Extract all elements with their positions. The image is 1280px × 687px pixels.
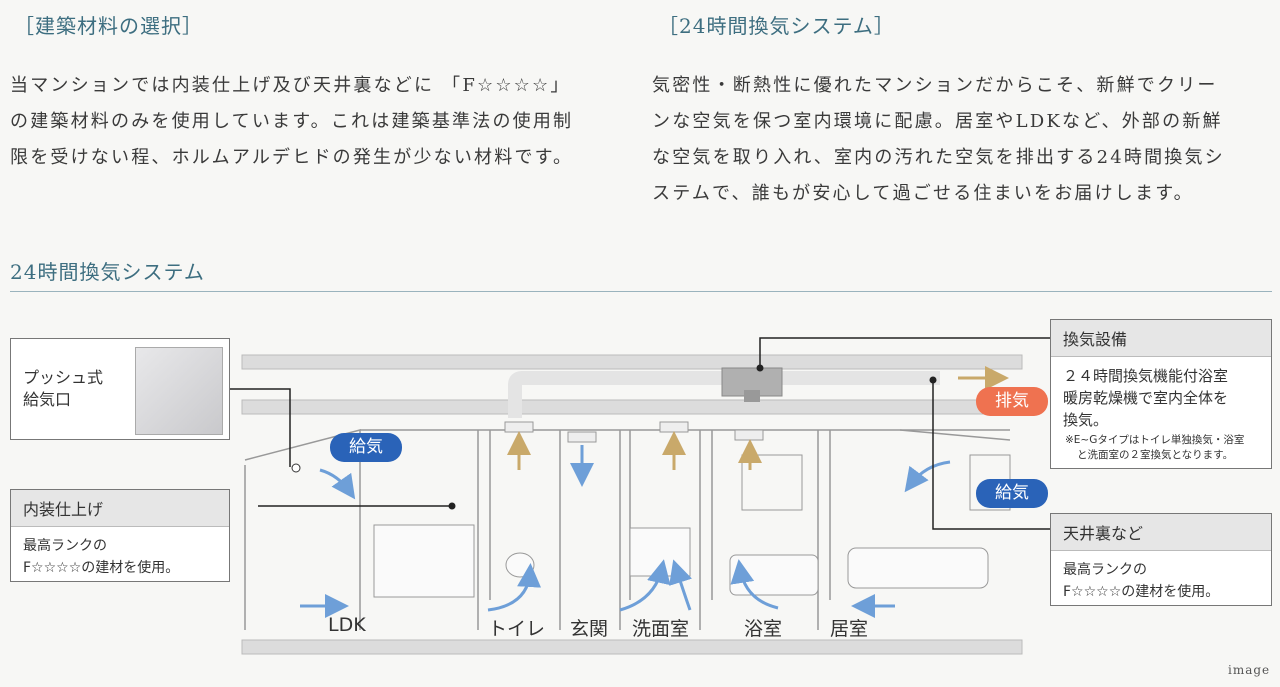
bed [847, 547, 989, 589]
kitchen-counter [373, 524, 475, 598]
room-label-ldk: LDK [328, 614, 366, 636]
leader-lines [230, 337, 1050, 530]
push-inlet-point [291, 463, 301, 473]
ceiling-point [929, 376, 937, 384]
ventilation-line: ンな空気を保つ室内環境に配慮。居室やLDKなど、外部の新鮮 [652, 111, 1223, 132]
exhaust-badge: 排気 [976, 387, 1048, 416]
vanity [629, 527, 691, 577]
materials-line: 限を受けない程、ホルムアルデヒドの発生が少ない材料です。 [10, 147, 574, 168]
ventilation-line: な空気を取り入れ、室内の汚れた空気を排出する24時間換気シ [652, 147, 1225, 168]
ceiling-vent [659, 421, 689, 433]
bathtub [729, 554, 819, 596]
equipment-line1: ２４時間換気機能付浴室 [1063, 367, 1229, 385]
interior-finish-line1: 最高ランクの [23, 538, 107, 554]
ventilation-heading: ［24時間換気システム］ [658, 14, 895, 38]
push-inlet-label-line2: 給気口 [23, 390, 72, 409]
ceiling-slab-top [241, 354, 1023, 370]
materials-line: 当マンションでは内装仕上げ及び天井裏などに 「F☆☆☆☆」 [10, 75, 571, 96]
equipment-line2: 暖房乾燥機で室内全体を [1063, 389, 1229, 407]
ventilation-line: 気密性・断熱性に優れたマンションだからこそ、新鮮でクリー [652, 75, 1218, 96]
duct [508, 371, 730, 418]
ventilation-equipment-title: 換気設備 [1051, 320, 1271, 357]
ceiling-vent [567, 431, 597, 443]
push-inlet-label-line1: プッシュ式 [23, 368, 104, 387]
push-inlet-icon [135, 347, 223, 435]
room-label-bathroom: 浴室 [744, 618, 783, 640]
equipment-note-line1: ※E~Gタイプはトイレ単独換気・浴室 [1065, 434, 1245, 446]
materials-heading: ［建築材料の選択］ [14, 14, 203, 38]
bath-window [741, 454, 803, 511]
exhaust-arrows [507, 366, 1009, 470]
push-inlet-label: プッシュ式 給気口 [23, 367, 103, 411]
ventilation-paragraph: 気密性・断熱性に優れたマンションだからこそ、新鮮でクリー ンな空気を保つ室内環境… [652, 68, 1274, 212]
floor-slab [241, 639, 1023, 655]
ventilation-equipment-callout: 換気設備 ２４時間換気機能付浴室 暖房乾燥機で室内全体を 換気。 ※E~Gタイプ… [1050, 319, 1272, 469]
materials-line: の建築材料のみを使用しています。これは建築基準法の使用制 [10, 111, 574, 132]
room-label-entrance: 玄関 [570, 618, 609, 640]
ceiling-line1: 最高ランクの [1063, 562, 1147, 578]
ceiling-vent [734, 429, 764, 441]
interior-point [448, 502, 456, 510]
ventilation-line: ステムで、誰もが安心して過ごせる住まいをお届けします。 [652, 183, 1194, 204]
diagram-title: 24時間換気システム [10, 260, 205, 284]
materials-paragraph: 当マンションでは内装仕上げ及び天井裏などに 「F☆☆☆☆」 の建築材料のみを使用… [10, 68, 630, 176]
interior-finish-callout: 内装仕上げ 最高ランクの F☆☆☆☆の建材を使用。 [10, 489, 230, 582]
supply-badge: 給気 [330, 433, 402, 462]
ventilation-unit-outlet [744, 390, 760, 402]
equipment-note-line2: と洗面室の２室換気となります。 [1077, 449, 1234, 461]
ceiling-title: 天井裏など [1051, 514, 1271, 551]
equipment-note: ※E~Gタイプはトイレ単独換気・浴室 と洗面室の２室換気となります。 [1051, 433, 1271, 463]
room-label-toilet: トイレ [488, 618, 546, 640]
ceiling-vent [504, 421, 534, 433]
push-inlet-callout: プッシュ式 給気口 [10, 338, 230, 440]
supply-badge: 給気 [976, 479, 1048, 508]
ceiling-line2: F☆☆☆☆の建材を使用。 [1063, 584, 1220, 600]
interior-finish-title: 内装仕上げ [11, 490, 229, 527]
equipment-line3: 換気。 [1063, 411, 1109, 429]
interior-finish-line2: F☆☆☆☆の建材を使用。 [23, 560, 180, 576]
room-label-washroom: 洗面室 [632, 618, 690, 640]
image-watermark: image [1228, 663, 1271, 677]
ceiling-callout: 天井裏など 最高ランクの F☆☆☆☆の建材を使用。 [1050, 513, 1272, 606]
equipment-point [756, 364, 764, 372]
room-label-living-room: 居室 [830, 618, 869, 640]
supply-arrows [300, 445, 951, 618]
ceiling-slab [241, 399, 1023, 415]
diagram-divider [10, 291, 1272, 292]
